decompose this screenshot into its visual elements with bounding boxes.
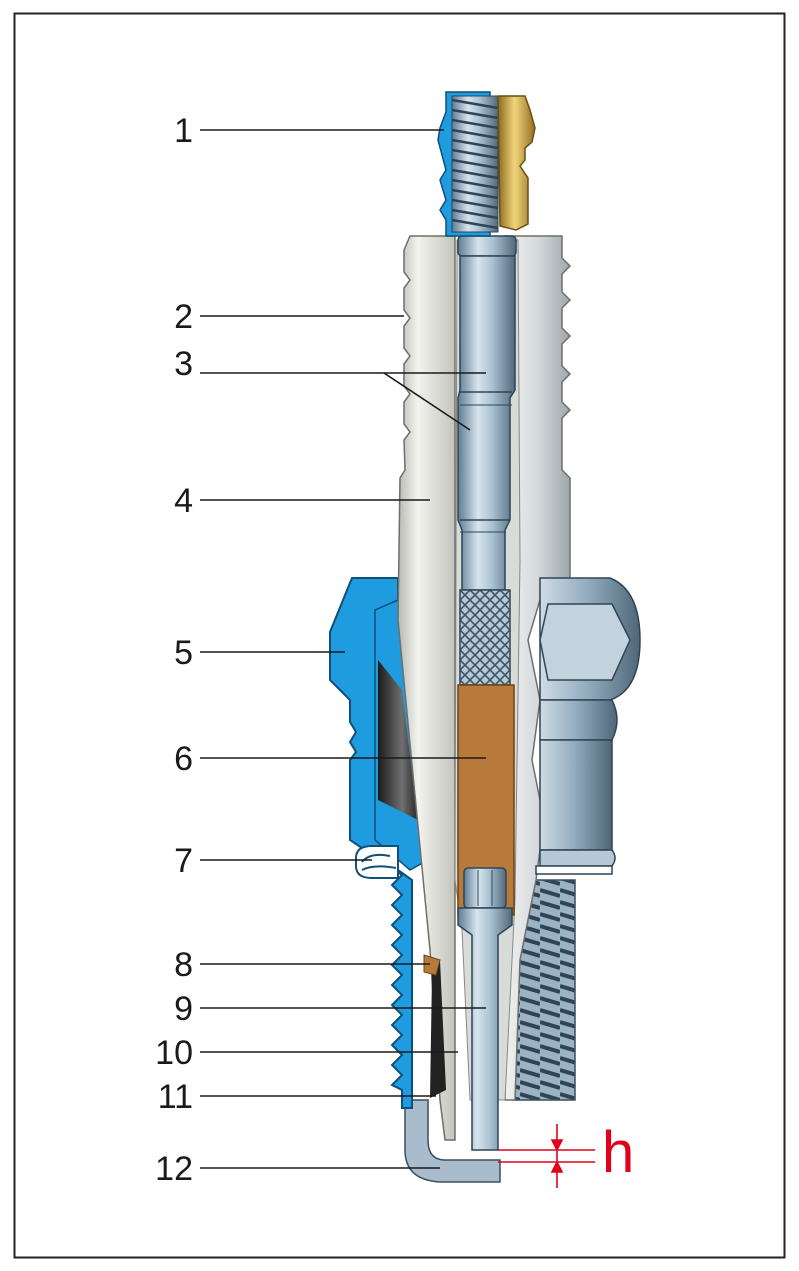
gap-dimension bbox=[498, 1124, 595, 1188]
label-8: 8 bbox=[174, 946, 193, 984]
label-4: 4 bbox=[174, 482, 193, 520]
insulator-exterior bbox=[504, 235, 572, 1101]
label-11: 11 bbox=[157, 1078, 193, 1116]
ground-electrode bbox=[404, 1099, 501, 1183]
label-1: 1 bbox=[174, 112, 193, 150]
label-2: 2 bbox=[174, 298, 193, 336]
terminal-nut-brass bbox=[497, 95, 536, 231]
frame-border bbox=[13, 12, 786, 1259]
label-7: 7 bbox=[174, 842, 193, 880]
label-10: 10 bbox=[155, 1034, 193, 1072]
gap-label-h: h bbox=[602, 1120, 635, 1185]
label-5: 5 bbox=[174, 634, 193, 672]
shell-inner-shadow bbox=[378, 660, 418, 820]
shell-body-exterior bbox=[539, 739, 613, 851]
leader-lines bbox=[200, 129, 486, 1169]
knurled-section bbox=[459, 589, 511, 686]
terminal-collar bbox=[457, 235, 517, 257]
label-3: 3 bbox=[174, 345, 193, 383]
center-electrode-head bbox=[463, 867, 507, 909]
gasket bbox=[355, 845, 399, 879]
label-9: 9 bbox=[174, 990, 193, 1028]
inner-seal-ring bbox=[430, 960, 446, 1098]
label-12: 12 bbox=[155, 1150, 193, 1188]
label-6: 6 bbox=[174, 740, 193, 778]
